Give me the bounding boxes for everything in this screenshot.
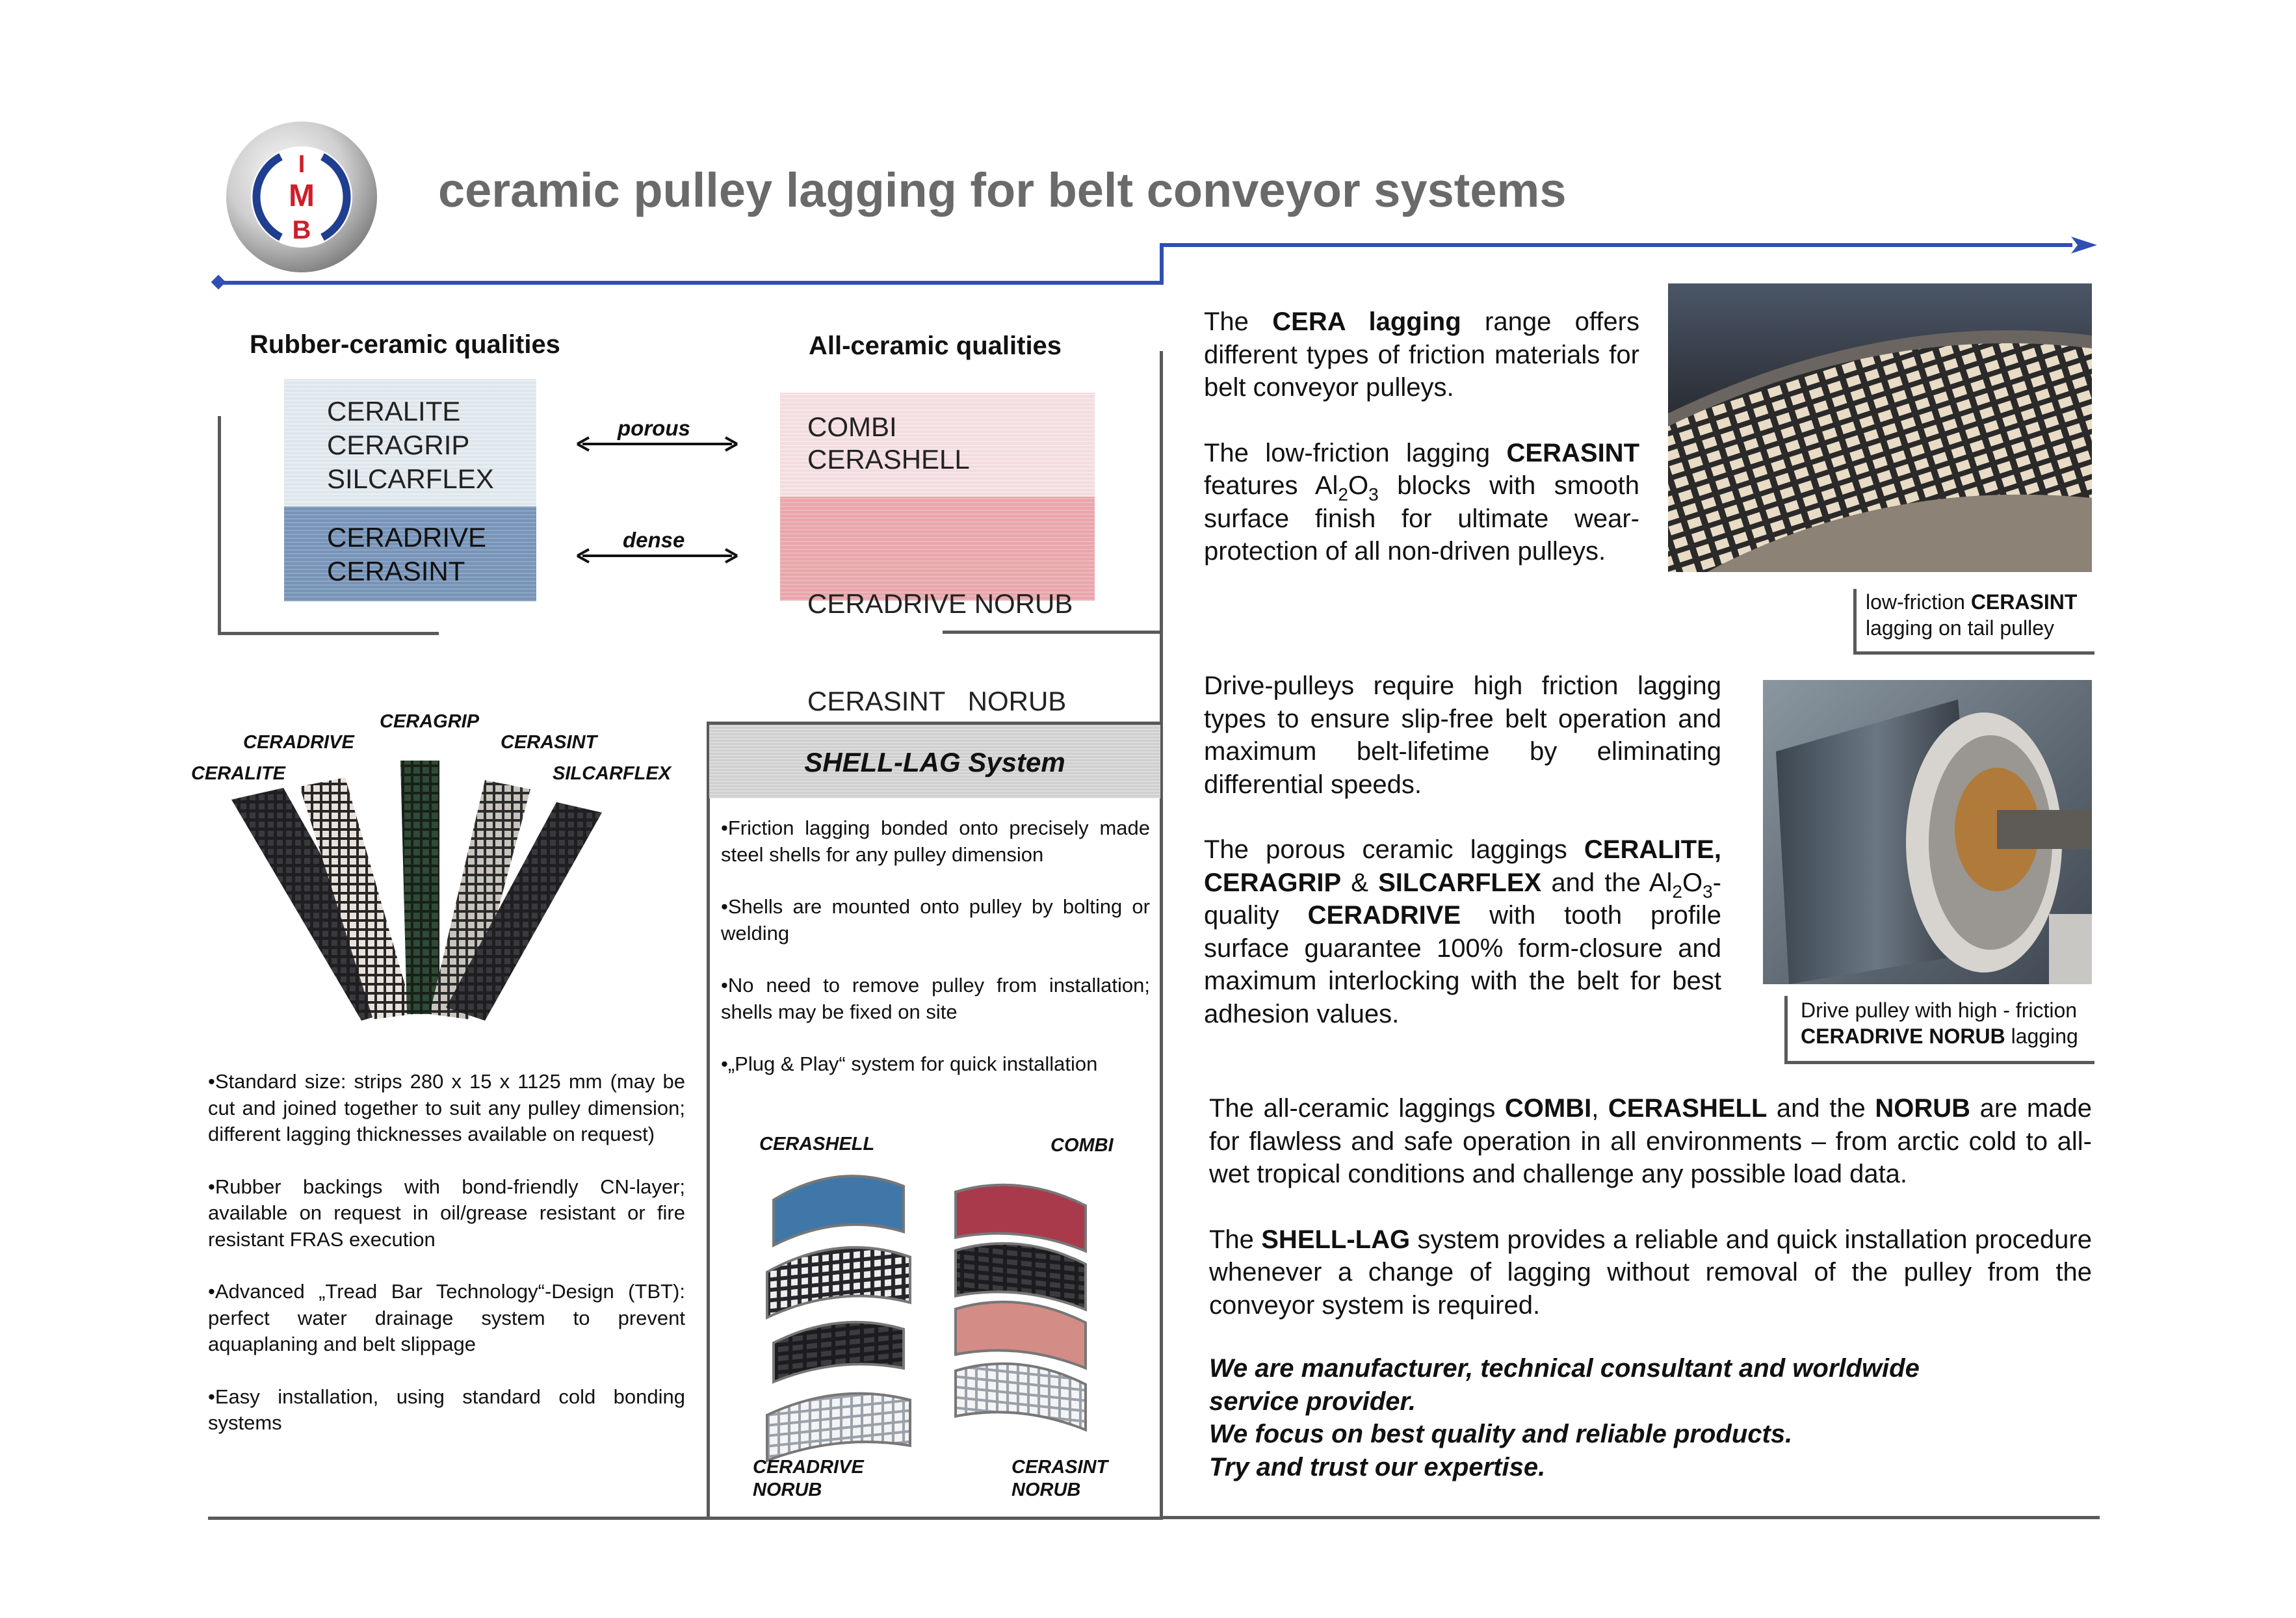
shell-label-cerasint-norub: CERASINT NORUB bbox=[1011, 1457, 1108, 1500]
quality-cerashell: CERASHELL bbox=[807, 444, 970, 475]
page-title: ceramic pulley lagging for belt conveyor… bbox=[438, 163, 1567, 217]
logo-emblem: I M B bbox=[226, 122, 377, 272]
divider-shell-top bbox=[707, 722, 1162, 725]
drive-pulley-text: Drive-pulleys require high friction lagg… bbox=[1204, 670, 1721, 1030]
strip-label-ceralite: CERALITE bbox=[191, 763, 285, 784]
slogan-line-2: service provider. bbox=[1209, 1387, 1416, 1416]
quality-silcarflex: SILCARFLEX bbox=[327, 463, 494, 494]
lagging-strips-image bbox=[212, 748, 632, 1050]
rubber-ceramic-heading: Rubber-ceramic qualities bbox=[250, 330, 560, 359]
divider-bottom-left bbox=[208, 1517, 1162, 1520]
slogan-line-3: We focus on best quality and reliable pr… bbox=[1209, 1420, 1793, 1448]
cera-paragraph-2: The low-friction lagging CERASINT featur… bbox=[1204, 438, 1639, 566]
cera-intro-text: The CERA lagging range offers different … bbox=[1204, 306, 1639, 568]
tail-pulley-photo bbox=[1668, 283, 2092, 572]
shell-label-cerashell: CERASHELL bbox=[759, 1134, 875, 1155]
company-slogan: We are manufacturer, technical consultan… bbox=[1209, 1352, 1920, 1483]
shell-lag-paragraph: The SHELL-LAG system provides a reliable… bbox=[1209, 1225, 2092, 1320]
shell-lag-title: SHELL-LAG System bbox=[804, 747, 1065, 777]
quality-ceragrip: CERAGRIP bbox=[327, 430, 470, 460]
caption-tail-pulley: low-friction CERASINT lagging on tail pu… bbox=[1853, 589, 2094, 655]
divider-qualities-bottom-right bbox=[943, 631, 1162, 634]
drive-paragraph-1: Drive-pulleys require high friction lagg… bbox=[1204, 672, 1721, 799]
cera-paragraph-1: The CERA lagging range offers different … bbox=[1204, 307, 1639, 402]
quality-ceradrive-norub: CERADRIVE NORUB bbox=[807, 588, 1073, 619]
porous-label: porous bbox=[618, 416, 690, 440]
caption-drive-bold: CERADRIVE NORUB bbox=[1801, 1024, 2005, 1048]
divider-vertical-main bbox=[1160, 351, 1163, 1520]
caption-drive-line1: Drive pulley with high - friction bbox=[1801, 998, 2078, 1022]
divider-shell-left bbox=[707, 722, 710, 1520]
divider-qualities-bottom-left bbox=[218, 632, 439, 635]
strip-label-ceragrip: CERAGRIP bbox=[380, 711, 480, 732]
ceramic-porous-box: COMBI CERASHELL bbox=[780, 393, 1095, 497]
strips-bullet-4: •Easy installation, using standard cold … bbox=[208, 1385, 685, 1435]
arrow-right-icon bbox=[2071, 235, 2097, 258]
slogan-line-4: Try and trust our expertise. bbox=[1209, 1452, 1546, 1481]
caption-drive-post: lagging bbox=[2005, 1024, 2078, 1048]
drive-paragraph-2: The porous ceramic laggings CERALITE, CE… bbox=[1204, 835, 1721, 1028]
shell-lag-bullet-list: •Friction lagging bonded onto precisely … bbox=[721, 815, 1150, 1078]
shell-label-ceradrive-norub: CERADRIVE NORUB bbox=[753, 1457, 864, 1500]
header-rule-start-diamond bbox=[211, 274, 226, 290]
porous-arrow-icon bbox=[576, 434, 738, 457]
shell-label-combi: COMBI bbox=[1050, 1135, 1114, 1156]
divider-qualities-left bbox=[218, 416, 221, 634]
shell-bullet-3: •No need to remove pulley from installat… bbox=[721, 974, 1150, 1023]
dense-label: dense bbox=[623, 528, 685, 552]
strip-label-silcarflex: SILCARFLEX bbox=[553, 763, 672, 784]
logo-letter-b: B bbox=[293, 216, 311, 244]
slogan-line-1: We are manufacturer, technical consultan… bbox=[1209, 1354, 1920, 1383]
shell-segments-image bbox=[748, 1157, 1138, 1463]
dense-arrow-icon bbox=[576, 546, 738, 569]
all-ceramic-text: The all-ceramic laggings COMBI, CERASHEL… bbox=[1209, 1092, 2092, 1322]
rubber-dense-box: CERADRIVE CERASINT bbox=[284, 506, 536, 601]
header-rule-step bbox=[1160, 243, 1164, 285]
caption-drive-pulley: Drive pulley with high - friction CERADR… bbox=[1784, 996, 2094, 1064]
strips-bullet-2: •Rubber backings with bond-friendly CN-l… bbox=[208, 1175, 685, 1251]
strips-bullet-3: •Advanced „Tread Bar Technology“-Design … bbox=[208, 1280, 685, 1355]
shell-bullet-4: •„Plug & Play“ system for quick installa… bbox=[721, 1052, 1098, 1075]
all-ceramic-heading: All-ceramic qualities bbox=[809, 332, 1062, 360]
quality-ceralite: CERALITE bbox=[327, 396, 461, 426]
caption-tail-bold: CERASINT bbox=[1970, 590, 2078, 614]
caption-tail-line2: lagging on tail pulley bbox=[1866, 616, 2054, 640]
quality-combi: COMBI bbox=[807, 411, 897, 442]
strip-label-cerasint: CERASINT bbox=[501, 732, 597, 753]
strip-label-ceradrive: CERADRIVE bbox=[243, 732, 354, 753]
logo-letter-m: M bbox=[289, 179, 315, 213]
all-ceramic-paragraph: The all-ceramic laggings COMBI, CERASHEL… bbox=[1209, 1094, 2092, 1188]
strips-bullet-list: •Standard size: strips 280 x 15 x 1125 m… bbox=[208, 1069, 685, 1437]
strips-bullet-1: •Standard size: strips 280 x 15 x 1125 m… bbox=[208, 1070, 685, 1145]
quality-cerasint: CERASINT bbox=[327, 556, 465, 586]
rubber-porous-box: CERALITE CERAGRIP SILCARFLEX bbox=[284, 379, 536, 506]
caption-tail-pre: low-friction bbox=[1866, 590, 1971, 614]
quality-ceradrive: CERADRIVE bbox=[327, 522, 487, 553]
logo-letter-i: I bbox=[298, 151, 306, 178]
shell-bullet-1: •Friction lagging bonded onto precisely … bbox=[721, 816, 1150, 866]
drive-pulley-photo bbox=[1763, 680, 2092, 984]
shell-bullet-2: •Shells are mounted onto pulley by bolti… bbox=[721, 895, 1150, 945]
ceramic-dense-box: CERADRIVE NORUB CERASINT NORUB bbox=[780, 497, 1095, 716]
company-logo: I M B bbox=[224, 119, 380, 275]
divider-bottom-right bbox=[1160, 1516, 2100, 1519]
quality-cerasint-norub: CERASINT NORUB bbox=[807, 686, 1067, 716]
header-rule-right bbox=[1160, 243, 2072, 247]
shell-lag-title-bar: SHELL-LAG System bbox=[709, 725, 1160, 798]
header-rule-left bbox=[218, 281, 1164, 285]
